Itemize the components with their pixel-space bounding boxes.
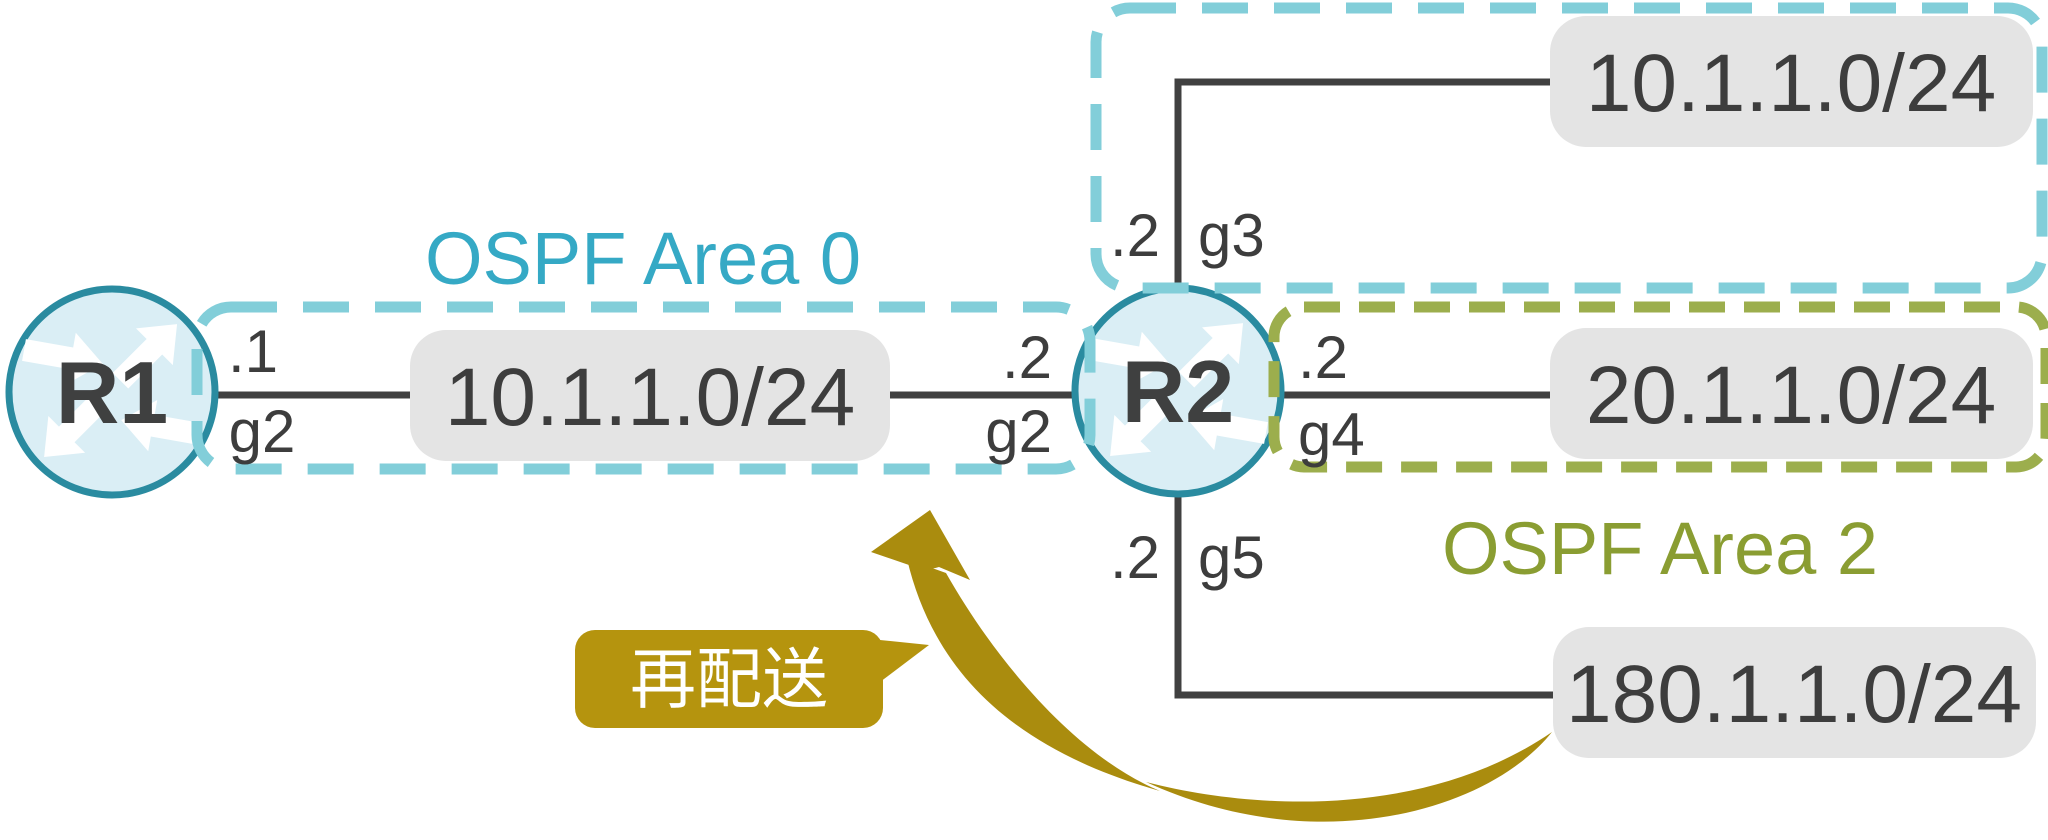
network-right: 20.1.1.0/24	[1550, 328, 2033, 459]
arrow-out-ne	[112, 324, 178, 389]
link-r2-g3-top-network	[1174, 78, 1550, 290]
link-r2-g5-bottom-network	[1174, 492, 1555, 699]
router-icon-arrows	[22, 324, 202, 458]
arrow-in-se	[121, 400, 202, 452]
arrow-out-ne	[1178, 323, 1244, 388]
network-label: 10.1.1.0/24	[1586, 38, 1996, 129]
network-bottom: 180.1.1.0/24	[1553, 627, 2036, 758]
redistribution-bubble: 再配送	[575, 630, 929, 728]
router-r1: R1	[5, 285, 219, 499]
area0-top-network-boundary	[1090, 2, 2048, 294]
arrow-in-nw	[1088, 331, 1169, 383]
arrow-out-sw	[44, 392, 109, 458]
r1-g2-port: g2	[229, 398, 296, 465]
network-label: 20.1.1.0/24	[1586, 350, 1996, 441]
r2-g5-address: .2	[1110, 524, 1160, 591]
router-label: R2	[1122, 342, 1235, 441]
network-box	[1553, 627, 2036, 758]
r2-g2-address: .2	[1002, 324, 1052, 391]
network-top: 10.1.1.0/24	[1550, 16, 2033, 147]
r2-g3-port: g3	[1198, 202, 1265, 269]
area2-network-boundary	[1268, 301, 2048, 473]
arrow-head	[871, 510, 970, 580]
network-box	[410, 330, 890, 461]
area0-backbone-link-boundary	[191, 301, 1096, 475]
ospf-area2-boundary	[1268, 301, 2048, 473]
r1-g2-address: .1	[228, 318, 278, 385]
arrow-in-se	[1187, 399, 1268, 451]
network-box	[1550, 328, 2033, 459]
r2-g3-address: .2	[1110, 202, 1160, 269]
router-r2: R2	[1071, 284, 1285, 498]
r2-g4-port: g4	[1298, 401, 1365, 468]
bubble-body	[575, 630, 883, 728]
arrow-in-nw	[22, 332, 103, 384]
network-box	[1550, 16, 2033, 147]
network-label: 10.1.1.0/24	[445, 352, 855, 443]
r2-g5-port: g5	[1198, 524, 1265, 591]
r2-g4-address: .2	[1298, 324, 1348, 391]
interface-labels: .1 g2 .2 g2 .2 g3 .2 g4 .2 g5	[228, 202, 1365, 591]
ospf-area0-boundaries	[191, 2, 2048, 475]
bubble-pointer	[880, 640, 929, 682]
arrow-shaft	[907, 559, 1160, 791]
redistribution-arrow	[871, 510, 1552, 822]
network-label: 180.1.1.0/24	[1566, 649, 2022, 740]
network-middle: 10.1.1.0/24	[410, 330, 890, 461]
r2-g2-port: g2	[985, 398, 1052, 465]
arrow-tail-swoosh	[1146, 732, 1552, 822]
router-icon-arrows	[1088, 323, 1268, 457]
router-label: R1	[56, 343, 169, 442]
arrow-out-sw	[1110, 391, 1175, 457]
area0-title: OSPF Area 0	[425, 217, 861, 300]
area2-title: OSPF Area 2	[1442, 507, 1878, 590]
bubble-label: 再配送	[630, 642, 828, 716]
